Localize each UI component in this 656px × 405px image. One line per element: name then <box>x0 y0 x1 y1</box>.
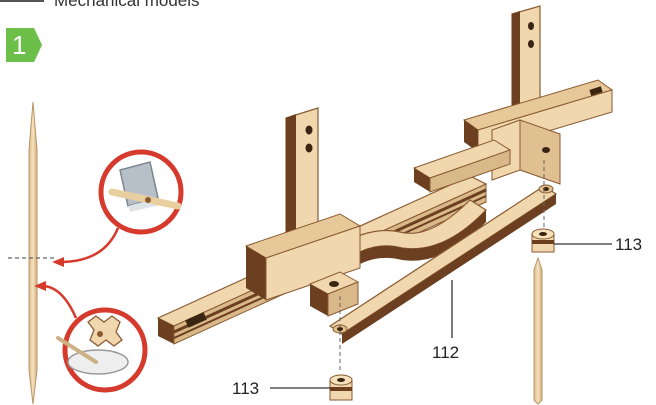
toothpick <box>29 102 37 404</box>
cutting-detail-magnifier <box>101 152 181 232</box>
glue-detail-magnifier <box>58 310 145 390</box>
glue-pointer-arrow <box>42 286 76 318</box>
section-title: Mechanical models <box>54 0 200 11</box>
left-upright-post <box>246 108 360 300</box>
lower-bearing-part <box>330 375 352 400</box>
right-dowel <box>534 258 542 404</box>
section-header: Mechanical models <box>0 0 656 11</box>
upper-bearing-part <box>532 229 554 252</box>
part-label-lower-bearing: 113 <box>232 380 259 397</box>
header-bar <box>0 0 44 2</box>
cut-pointer-arrow <box>60 228 118 262</box>
part-label-upper-bearing: 113 <box>615 236 642 253</box>
part-label-link-arm: 112 <box>432 344 459 361</box>
